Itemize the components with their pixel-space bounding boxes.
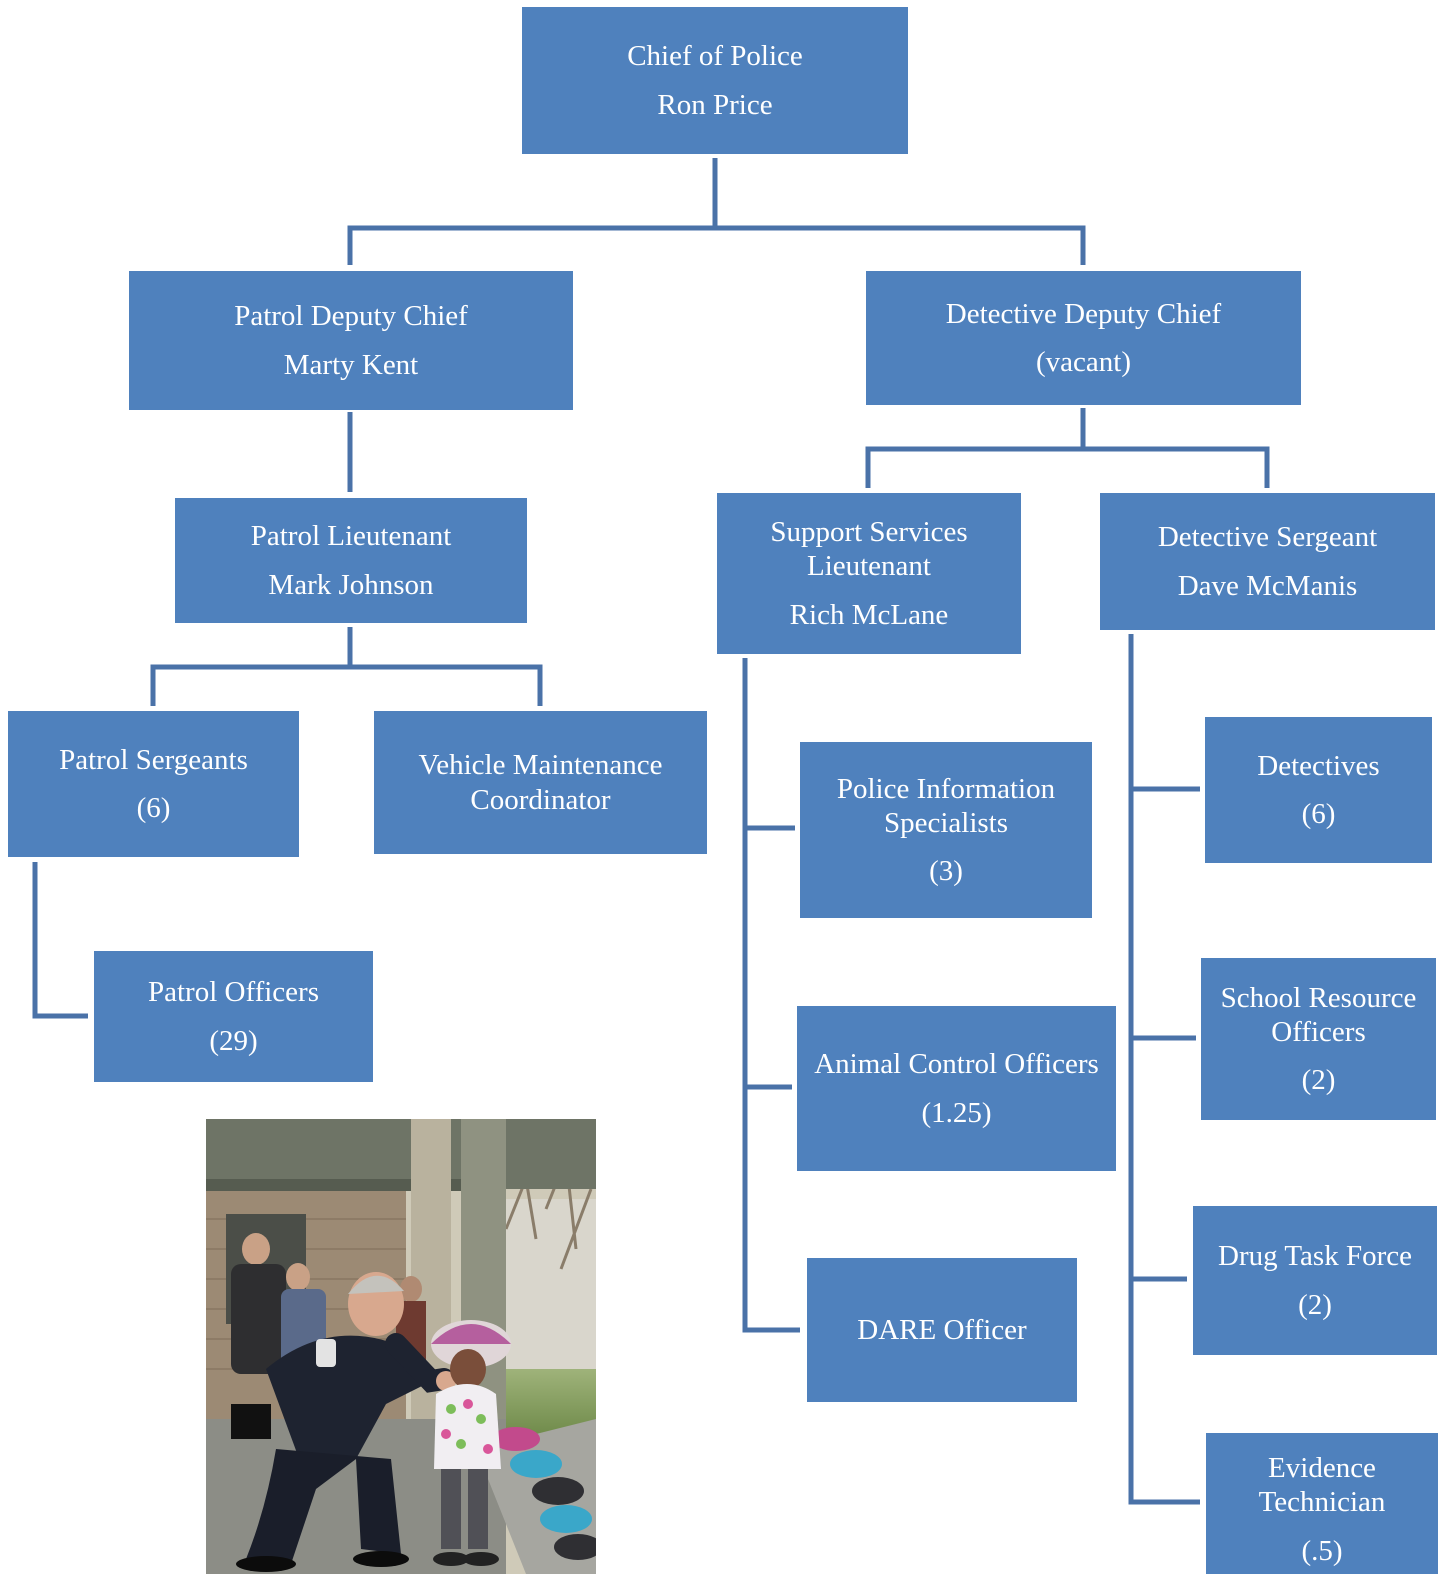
patrol-sergeants-box: Patrol Sergeants (6): [8, 711, 299, 857]
detective-sergeant-box: Detective Sergeant Dave McManis: [1100, 493, 1435, 630]
chief-of-police-box: Chief of Police Ron Price: [522, 7, 908, 154]
detective-sergeant-name: Dave McManis: [1177, 569, 1358, 602]
officer-helmet-photo: [206, 1119, 596, 1574]
patrol-officers-title: Patrol Officers: [148, 976, 319, 1009]
connector-chief-deputies: [347, 158, 1086, 265]
school-resource-count: (2): [1301, 1064, 1336, 1097]
vehicle-maintenance-title-1: Vehicle Maintenance: [418, 749, 663, 782]
patrol-lieutenant-box: Patrol Lieutenant Mark Johnson: [175, 498, 527, 623]
vehicle-maintenance-box: Vehicle Maintenance Coordinator: [374, 711, 707, 854]
connector-support-services: [742, 658, 800, 1333]
detective-deputy-chief-box: Detective Deputy Chief (vacant): [866, 271, 1301, 405]
patrol-lieutenant-title: Patrol Lieutenant: [250, 520, 452, 553]
evidence-technician-box: Evidence Technician (.5): [1206, 1433, 1438, 1574]
connector-detective-deputy-children: [865, 408, 1270, 488]
school-resource-officers-box: School Resource Officers (2): [1201, 958, 1436, 1120]
connector-detective-sergeant: [1128, 634, 1200, 1505]
vehicle-maintenance-title-2: Coordinator: [470, 783, 611, 816]
detectives-count: (6): [1301, 798, 1336, 830]
detectives-title: Detectives: [1257, 749, 1380, 782]
connector-sergeants-officers: [32, 862, 88, 1019]
chief-title: Chief of Police: [627, 40, 803, 73]
detective-deputy-name: (vacant): [1036, 346, 1131, 378]
patrol-sergeants-count: (6): [136, 792, 171, 824]
animal-control-officers-box: Animal Control Officers (1.25): [797, 1006, 1116, 1171]
patrol-officers-count: (29): [209, 1024, 258, 1057]
animal-control-title: Animal Control Officers: [814, 1048, 1099, 1081]
police-info-title-1: Police Information: [836, 772, 1056, 805]
support-lieutenant-title-2: Lieutenant: [806, 550, 931, 583]
patrol-deputy-title: Patrol Deputy Chief: [234, 300, 468, 333]
dare-title: DARE Officer: [857, 1313, 1027, 1346]
support-lieutenant-title-1: Support Services: [770, 516, 968, 549]
drug-task-force-title: Drug Task Force: [1218, 1240, 1412, 1273]
detective-deputy-title: Detective Deputy Chief: [945, 297, 1222, 330]
patrol-lieutenant-name: Mark Johnson: [268, 568, 434, 601]
dare-officer-box: DARE Officer: [807, 1258, 1077, 1402]
chief-name: Ron Price: [657, 88, 773, 121]
patrol-sergeants-title: Patrol Sergeants: [59, 743, 248, 776]
police-info-count: (3): [929, 855, 963, 888]
school-resource-title-1: School Resource: [1220, 981, 1417, 1014]
detectives-box: Detectives (6): [1205, 717, 1432, 863]
support-services-lieutenant-box: Support Services Lieutenant Rich McLane: [717, 493, 1021, 654]
drug-task-force-count: (2): [1298, 1288, 1332, 1321]
police-information-specialists-box: Police Information Specialists (3): [800, 742, 1092, 918]
school-resource-title-2: Officers: [1271, 1015, 1366, 1048]
patrol-deputy-name: Marty Kent: [283, 348, 419, 381]
drug-task-force-box: Drug Task Force (2): [1193, 1206, 1437, 1355]
support-lieutenant-name: Rich McLane: [789, 598, 949, 631]
connector-patrol-lieutenant-children: [150, 627, 543, 706]
evidence-tech-title-1: Evidence: [1268, 1452, 1376, 1485]
detective-sergeant-title: Detective Sergeant: [1157, 521, 1378, 554]
evidence-tech-title-2: Technician: [1258, 1486, 1386, 1519]
patrol-officers-box: Patrol Officers (29): [94, 951, 373, 1082]
patrol-deputy-chief-box: Patrol Deputy Chief Marty Kent: [129, 271, 573, 410]
police-info-title-2: Specialists: [883, 806, 1009, 839]
evidence-tech-count: (.5): [1301, 1534, 1343, 1567]
animal-control-count: (1.25): [921, 1096, 992, 1129]
